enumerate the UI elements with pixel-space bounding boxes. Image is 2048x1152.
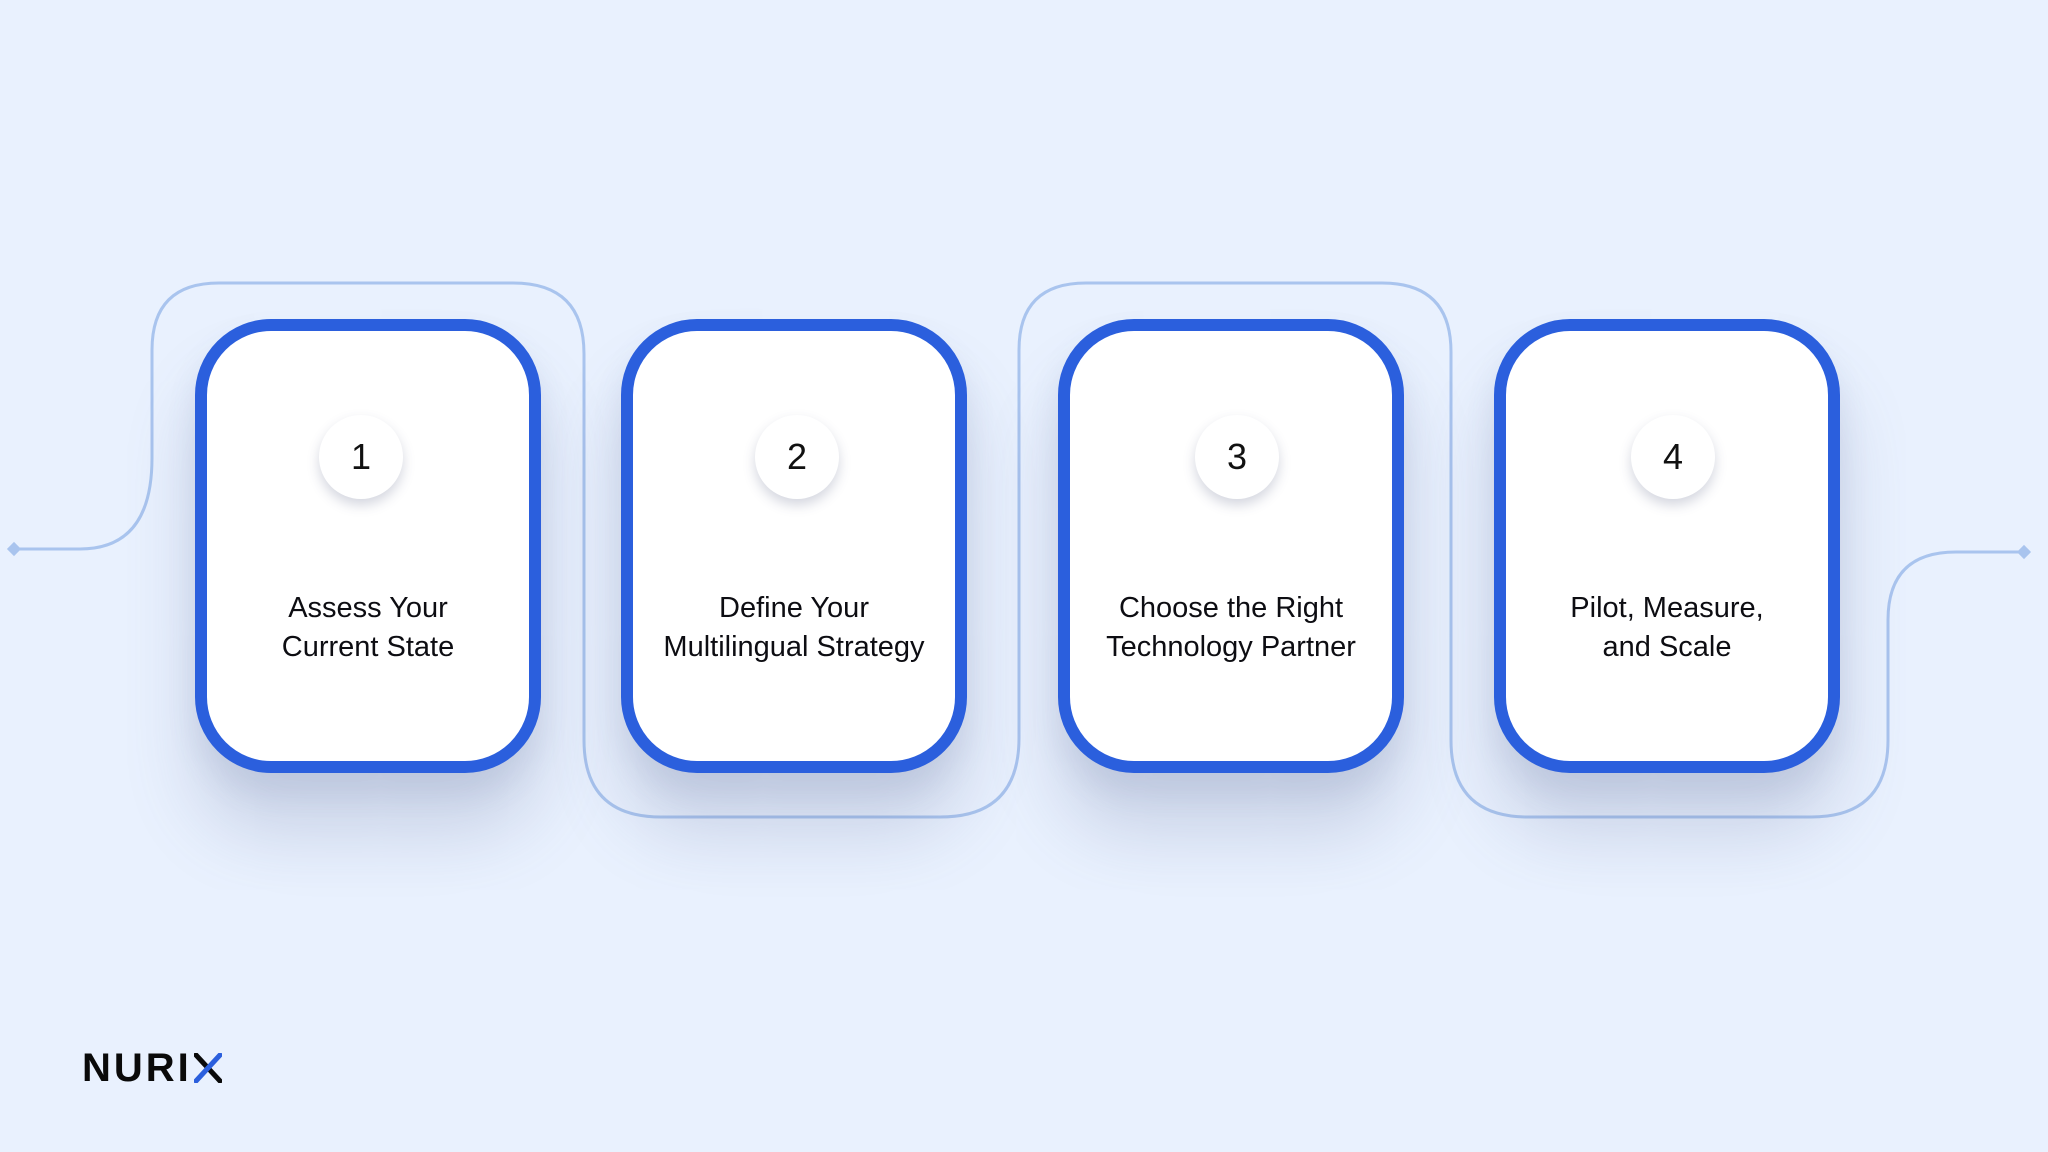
step-title: Pilot, Measure, and Scale [1570,592,1764,663]
step-card-2: 2 Define Your Multilingual Strategy [621,319,967,773]
step-title: Assess Your Current State [281,592,455,663]
step-number-badge: 3 [1195,415,1279,499]
step-number-badge: 2 [755,415,839,499]
end-dot-icon [2016,544,2032,560]
x-logo-icon [193,1053,222,1083]
step-number-badge: 1 [319,415,403,499]
step-title: Define Your Multilingual Strategy [663,592,925,663]
connector-line-start [14,281,2024,819]
step-card-1: 1 Assess Your Current State [195,319,541,773]
step-card-3: 3 Choose the Right Technology Partner [1058,319,1404,773]
step-card-4: 4 Pilot, Measure, and Scale [1494,319,1840,773]
step-number-badge: 4 [1631,415,1715,499]
start-dot-icon [6,541,22,557]
step-title: Choose the Right Technology Partner [1106,592,1356,663]
brand-logo: NURI [82,1046,222,1090]
logo-text: NURI [82,1045,192,1090]
